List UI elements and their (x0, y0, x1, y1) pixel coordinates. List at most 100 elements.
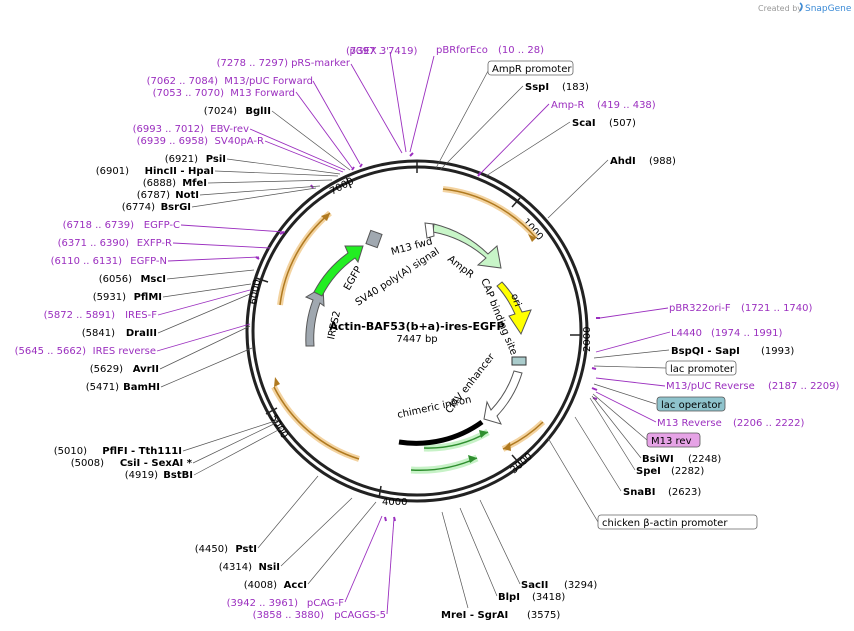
primer-leader-line (595, 377, 666, 387)
label-primer-m13-forward: M13 Forward (230, 88, 295, 99)
label-pos-m13-puc-reverse: (2187 .. 2209) (768, 381, 840, 392)
label-pos-sspi: (183) (562, 82, 589, 93)
primer-leader-line (595, 391, 657, 423)
primer-leader-line (344, 515, 383, 603)
labels-right: pBRforEco (10 .. 28) AmpR promoter SspI … (436, 45, 840, 621)
label-primer-m13-reverse: M13 Reverse (657, 418, 722, 429)
box-lac-operator (656, 396, 726, 412)
label-pos-m13-reverse: (2206 .. 2222) (733, 418, 805, 429)
label-pos-psii: (6921) (165, 154, 198, 165)
enzyme-leader-line (592, 393, 648, 441)
enzyme-leader-line (280, 497, 353, 567)
enzyme-leader-line (441, 511, 469, 609)
enzyme-leader-line (591, 395, 642, 459)
label-pos-bamhi: (5471) (86, 382, 119, 393)
label-lac-promoter: lac promoter (670, 364, 735, 375)
label-pos-amp-r: (419 .. 438) (597, 100, 656, 111)
primer-leader-line (312, 80, 361, 165)
enzyme-leader-line (547, 437, 599, 523)
enzyme-leader-line (479, 499, 521, 585)
enzyme-leader-line (226, 158, 341, 175)
enzyme-leader-line (547, 159, 609, 219)
ires2-arrow (304, 286, 325, 347)
label-enzyme-snabi: SnaBI (623, 487, 655, 498)
feature-label-chimeric-intron: chimeric intron (396, 394, 472, 420)
enzyme-leader-line (271, 110, 351, 171)
label-enzyme-psii: PsiI (206, 154, 226, 165)
ori-arrow (496, 281, 532, 336)
label-primer-pbr322ori-f: pBR322ori-F (669, 303, 731, 314)
enzyme-leader-line (593, 383, 657, 405)
label-pos-hincii-hpai: (6901) (96, 166, 129, 177)
enzyme-leader-line (199, 185, 321, 196)
label-enzyme-acci: AccI (284, 580, 307, 591)
label-pos-pcaggs-5: (3858 .. 3880) (253, 610, 325, 621)
sv40-polya-box (365, 229, 383, 249)
label-chicken-beta-actin-promoter: chicken β-actin promoter (602, 518, 728, 529)
label-primer-pcag-f: pCAG-F (307, 598, 344, 609)
enzyme-leader-line (439, 85, 524, 171)
label-pos-snabi: (2623) (668, 487, 701, 498)
enzyme-leader-line (191, 187, 317, 208)
label-enzyme-ahdi: AhdI (610, 156, 636, 167)
label-pos-pgex3: (7397 .. 7419) (346, 46, 418, 57)
feature-label-ampr: AmpR (445, 254, 475, 281)
label-enzyme-pflmi: PflMI (134, 292, 162, 303)
label-primer-pbrforeco: pBRforEco (436, 45, 488, 56)
label-enzyme-avrii: AvrII (133, 364, 159, 375)
label-pos-exfp-r: (6371 .. 6390) (58, 238, 130, 249)
plasmid-length: 7447 bp (396, 334, 437, 345)
label-pos-pcag-f: (3942 .. 3961) (227, 598, 299, 609)
primer-leader-line (599, 307, 669, 319)
label-enzyme-nsii: NsiI (259, 562, 280, 573)
label-pos-ebv-rev: (6993 .. 7012) (133, 124, 205, 135)
enzyme-leader-line (159, 325, 251, 370)
enzyme-leader-line (157, 293, 251, 334)
label-primer-pgex3: pGEX 3' (349, 46, 389, 57)
label-enzyme-sspi: SspI (525, 82, 549, 93)
outer-arc-arrowheads (274, 213, 536, 463)
labels-left: (7397 .. 7419) pGEX 3' (7278 .. 7297) pR… (15, 46, 418, 621)
enzyme-leader-line (574, 416, 622, 492)
primer-leader-line (295, 91, 353, 169)
label-pos-l4440: (1974 .. 1991) (711, 328, 783, 339)
label-enzyme-sacii: SacII (521, 580, 548, 591)
primer-leader-line (156, 323, 251, 352)
egfp-arrow (313, 245, 364, 297)
chimeric-intron-bar (398, 419, 484, 446)
label-enzyme-bamhi: BamHI (123, 382, 160, 393)
label-m13-rev: M13 rev (651, 436, 692, 447)
label-pos-avrii: (5629) (90, 364, 123, 375)
label-pos-m13-puc-forward: (7062 .. 7084) (147, 76, 219, 87)
feature-label-egfp: EGFP (342, 265, 364, 293)
label-primer-egfp-n: EGFP-N (130, 256, 167, 267)
m13-fwd-mark (424, 222, 435, 239)
label-pos-draiii: (5841) (82, 328, 115, 339)
enzyme-leader-line (207, 179, 333, 184)
watermark-brand: SnapGene (805, 4, 852, 14)
enzyme-leader-line (162, 283, 252, 298)
label-enzyme-hincii-hpai: HincII - HpaI (145, 166, 214, 177)
enzyme-leader-line (485, 121, 571, 177)
label-enzyme-blpi: BlpI (498, 592, 520, 603)
label-enzyme-spei: SpeI (636, 466, 661, 477)
label-pos-scai: (507) (609, 118, 636, 129)
label-enzyme-bstbi: BstBI (163, 470, 193, 481)
enzyme-leader-line (166, 269, 255, 280)
enzyme-leader-line (160, 347, 253, 388)
label-primer-amp-r: Amp-R (551, 100, 585, 111)
label-pos-nsii: (4314) (219, 562, 252, 573)
plasmid-name: Actin-BAF53(b+a)-ires-EGFP (329, 320, 504, 333)
label-pos-bglii: (7024) (204, 106, 237, 117)
primer-leader-line (350, 63, 403, 154)
primer-leader-line (167, 256, 260, 262)
primer-leader-line (249, 128, 346, 171)
label-primer-ires-reverse: IRES reverse (93, 346, 156, 357)
label-pos-pbr322ori-f: (1721 .. 1740) (741, 303, 813, 314)
label-pos-egfp-n: (6110 .. 6131) (51, 256, 123, 267)
label-pos-bstbi: (4919) (125, 470, 158, 481)
enzyme-leader-line (435, 70, 489, 169)
label-enzyme-bspqi-sapi: BspQI - SapI (671, 346, 740, 357)
label-pos-ahdi: (988) (649, 156, 676, 167)
